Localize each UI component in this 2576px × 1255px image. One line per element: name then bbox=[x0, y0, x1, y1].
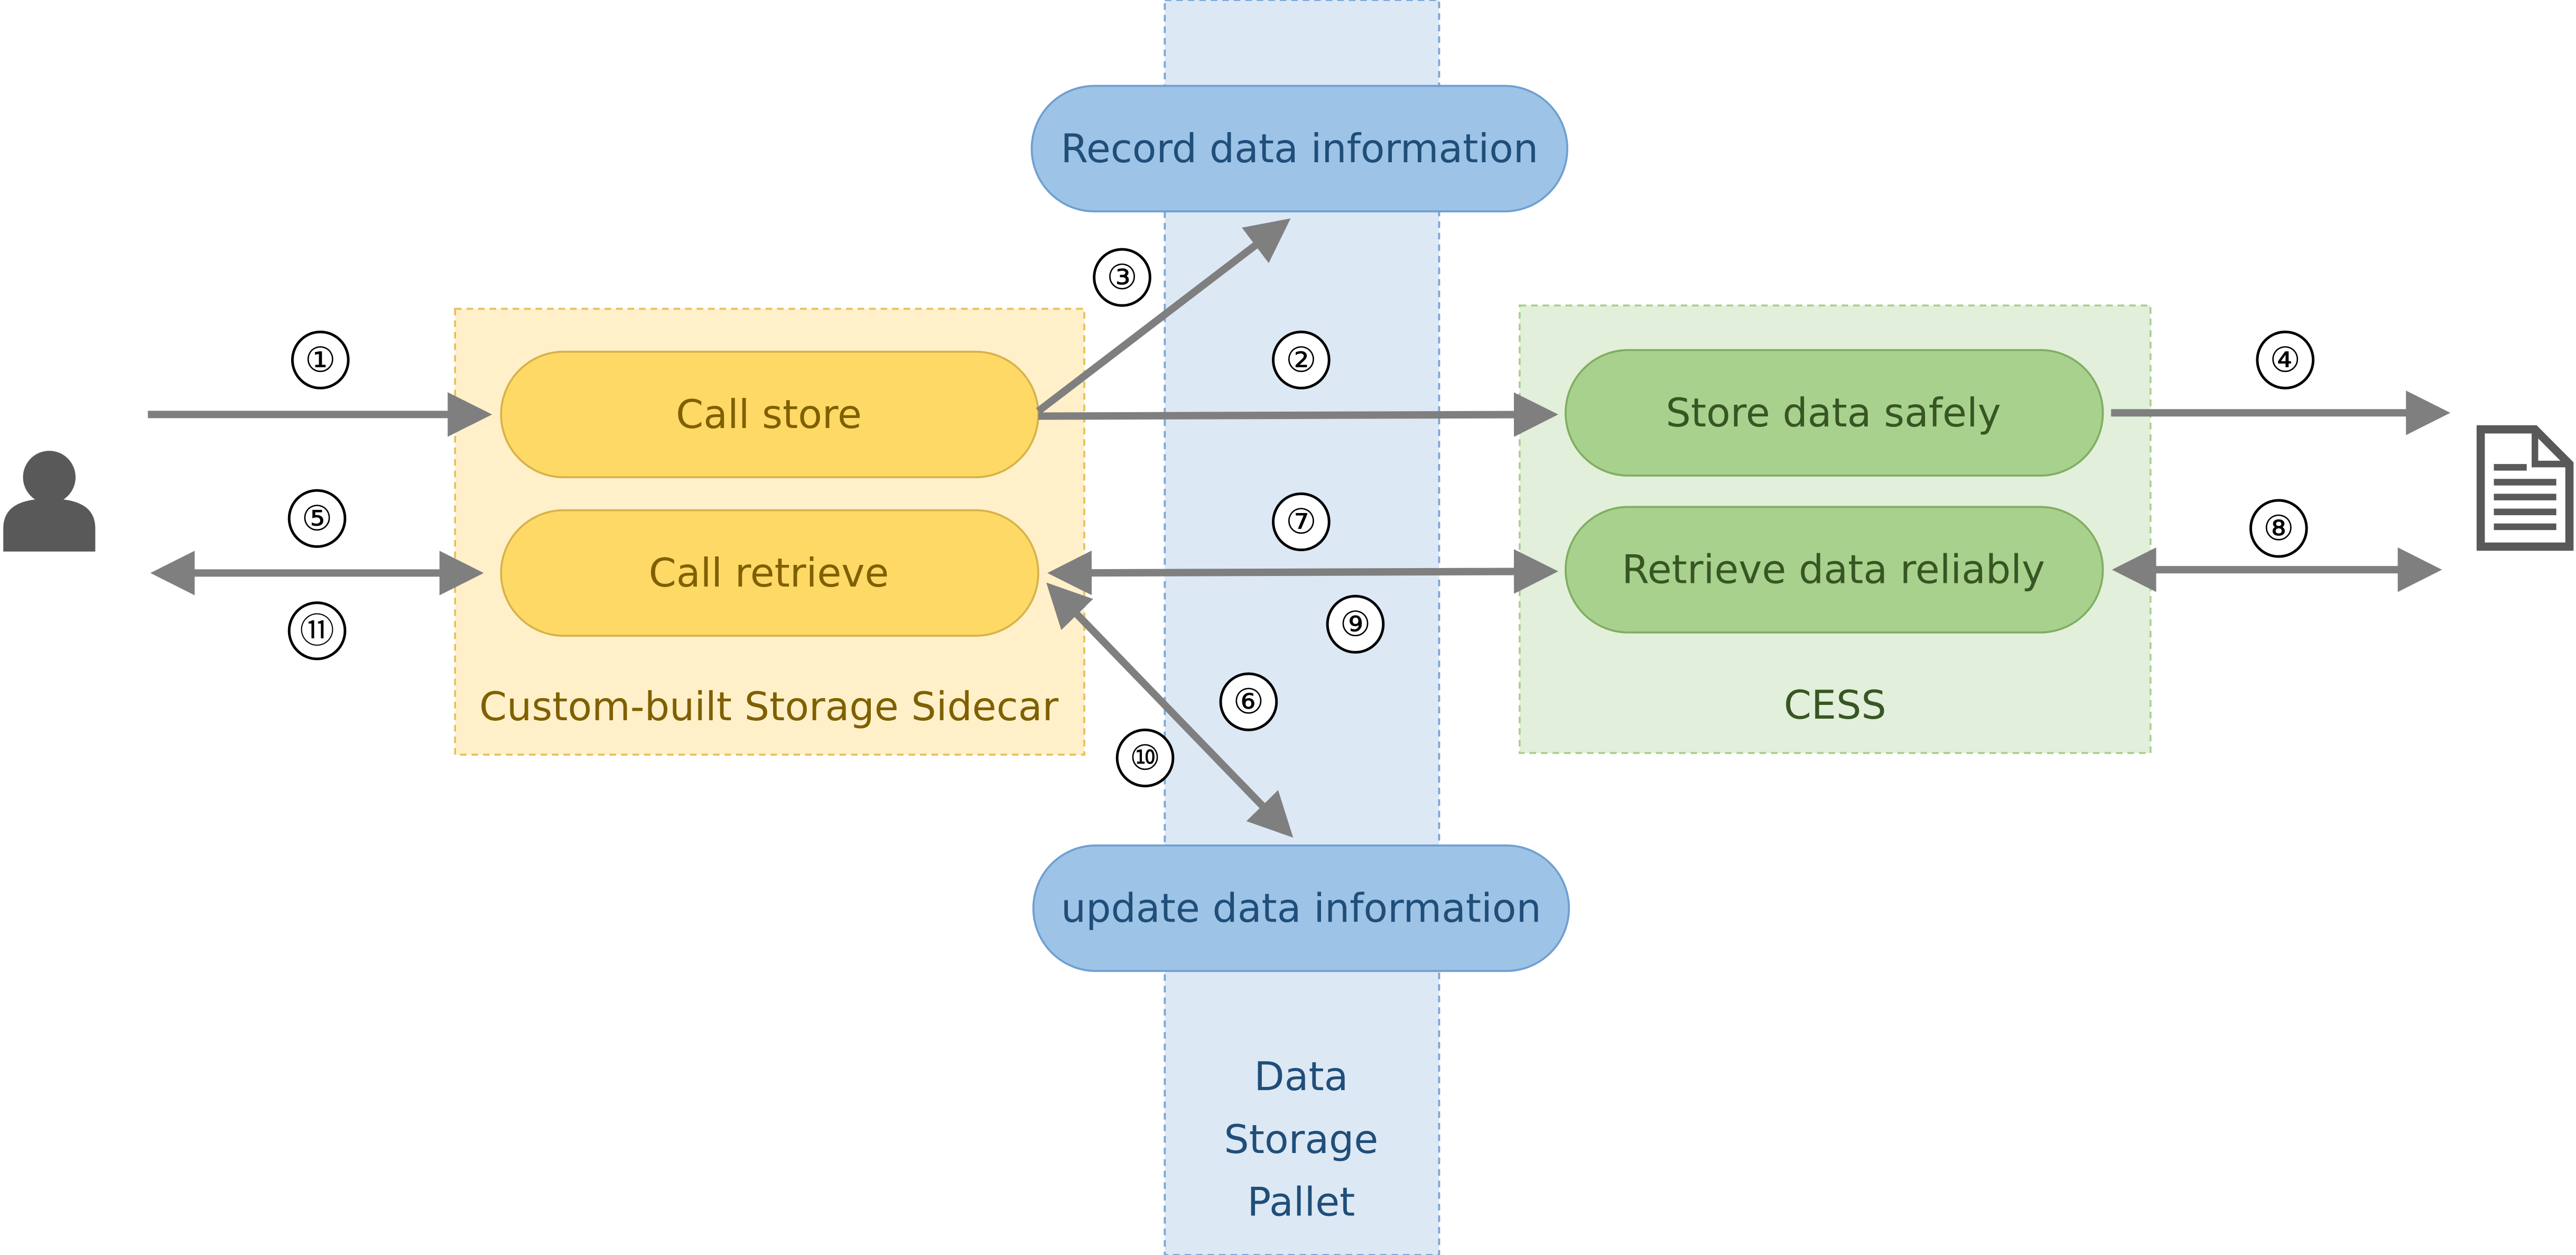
step-6-label: ⑥ bbox=[1233, 682, 1264, 722]
step-3-label: ③ bbox=[1106, 257, 1138, 298]
step-5: ⑤ bbox=[287, 489, 347, 548]
update-data-information-label: update data information bbox=[1061, 885, 1541, 931]
user-icon bbox=[3, 451, 96, 552]
step-10: ⑩ bbox=[1115, 728, 1175, 787]
update-data-information-node bbox=[1032, 844, 1570, 972]
step-3: ③ bbox=[1093, 248, 1151, 307]
arrow-call-retrieve-to-update bbox=[1046, 582, 1294, 838]
sidecar-zone-label: Custom-built Storage Sidecar bbox=[479, 684, 1058, 730]
step-9: ⑨ bbox=[1326, 594, 1385, 654]
step-10-label: ⑩ bbox=[1130, 738, 1161, 778]
step-5-label: ⑤ bbox=[302, 498, 333, 538]
step-11: ⑪ bbox=[287, 601, 347, 661]
store-data-safely-label: Store data safely bbox=[1666, 390, 2001, 436]
store-data-safely-node bbox=[1565, 349, 2104, 477]
step-8-label: ⑧ bbox=[2263, 508, 2294, 549]
call-retrieve-label: Call retrieve bbox=[649, 550, 889, 596]
arrow-call-retrieve-to-retrieve-reliably bbox=[1047, 549, 1558, 596]
cess-zone-label: CESS bbox=[1784, 682, 1886, 728]
step-4-label: ④ bbox=[2270, 340, 2301, 380]
step-8: ⑧ bbox=[2249, 499, 2308, 558]
arrow-call-store-to-store-safely bbox=[1038, 392, 1558, 437]
record-data-information-label: Record data information bbox=[1061, 126, 1538, 172]
step-7-label: ⑦ bbox=[1286, 501, 1317, 542]
step-2: ② bbox=[1272, 330, 1331, 389]
pallet-zone-label-line-2: Storage bbox=[1224, 1117, 1378, 1163]
pallet-zone-label-line-1: Data bbox=[1254, 1054, 1348, 1100]
record-data-information-node bbox=[1030, 85, 1568, 212]
step-1: ① bbox=[291, 330, 350, 389]
call-store-label: Call store bbox=[676, 392, 862, 438]
step-1-label: ① bbox=[305, 340, 336, 380]
pallet-zone-label-line-3: Pallet bbox=[1247, 1179, 1355, 1225]
call-retrieve-node bbox=[500, 509, 1039, 637]
step-11-label: ⑪ bbox=[300, 611, 334, 651]
step-6: ⑥ bbox=[1219, 672, 1278, 731]
step-2-label: ② bbox=[1286, 340, 1317, 380]
step-4: ④ bbox=[2256, 330, 2315, 389]
step-9-label: ⑨ bbox=[1340, 604, 1371, 644]
step-7: ⑦ bbox=[1272, 492, 1331, 552]
arrow-call-store-to-record bbox=[1036, 218, 1291, 414]
retrieve-data-reliably-label: Retrieve data reliably bbox=[1622, 547, 2045, 593]
retrieve-data-reliably-node bbox=[1565, 506, 2104, 634]
document-icon bbox=[2476, 425, 2574, 551]
